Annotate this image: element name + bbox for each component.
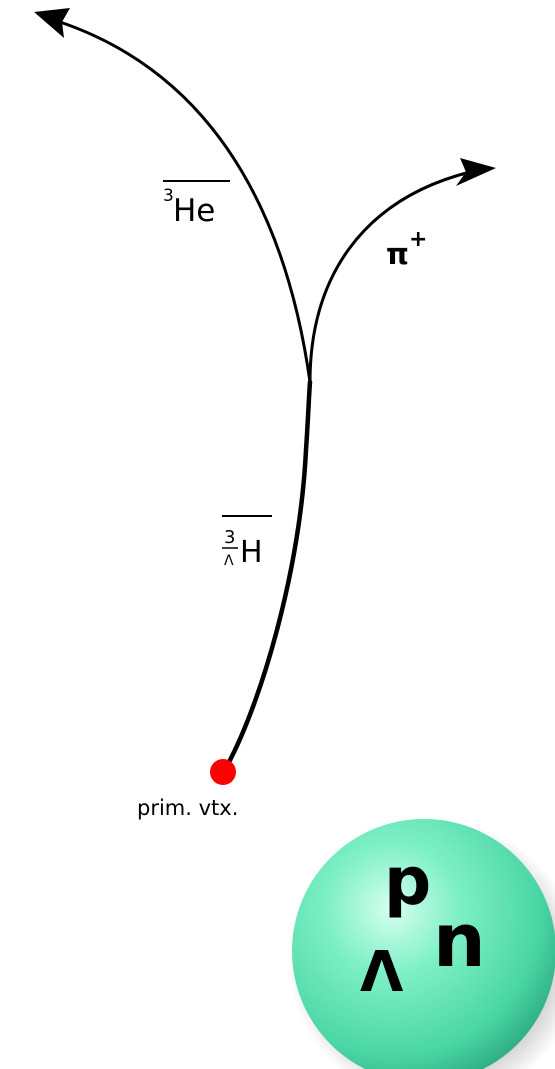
pion-arrowhead — [456, 158, 496, 186]
nucleus-sphere — [292, 819, 555, 1069]
hypertriton-symbol: H — [240, 535, 263, 570]
helium3-symbol: He — [173, 193, 215, 229]
hypertriton-subscript: Λ — [224, 553, 234, 569]
primary-vertex-dot — [210, 759, 236, 785]
lambda-label: Λ — [360, 940, 404, 1005]
hypertriton-nucleus: p n Λ — [289, 819, 555, 1069]
pion-charge: + — [409, 227, 427, 252]
helium3-label: 3 He — [163, 180, 230, 229]
hypertriton-superscript: 3 — [224, 527, 235, 548]
neutron-label: n — [433, 898, 486, 984]
proton-label: p — [384, 843, 431, 920]
helium3-arrowhead — [34, 8, 70, 38]
pion-track — [308, 170, 472, 384]
helium3-superscript: 3 — [163, 186, 174, 206]
helium3-track — [58, 20, 312, 384]
pion-symbol: π — [386, 237, 409, 271]
primary-vertex-label: prim. vtx. — [137, 796, 238, 820]
pion-label: π + — [386, 227, 427, 271]
hypertriton-label: 3 Λ H — [222, 515, 272, 570]
hypertriton-track — [225, 379, 313, 767]
